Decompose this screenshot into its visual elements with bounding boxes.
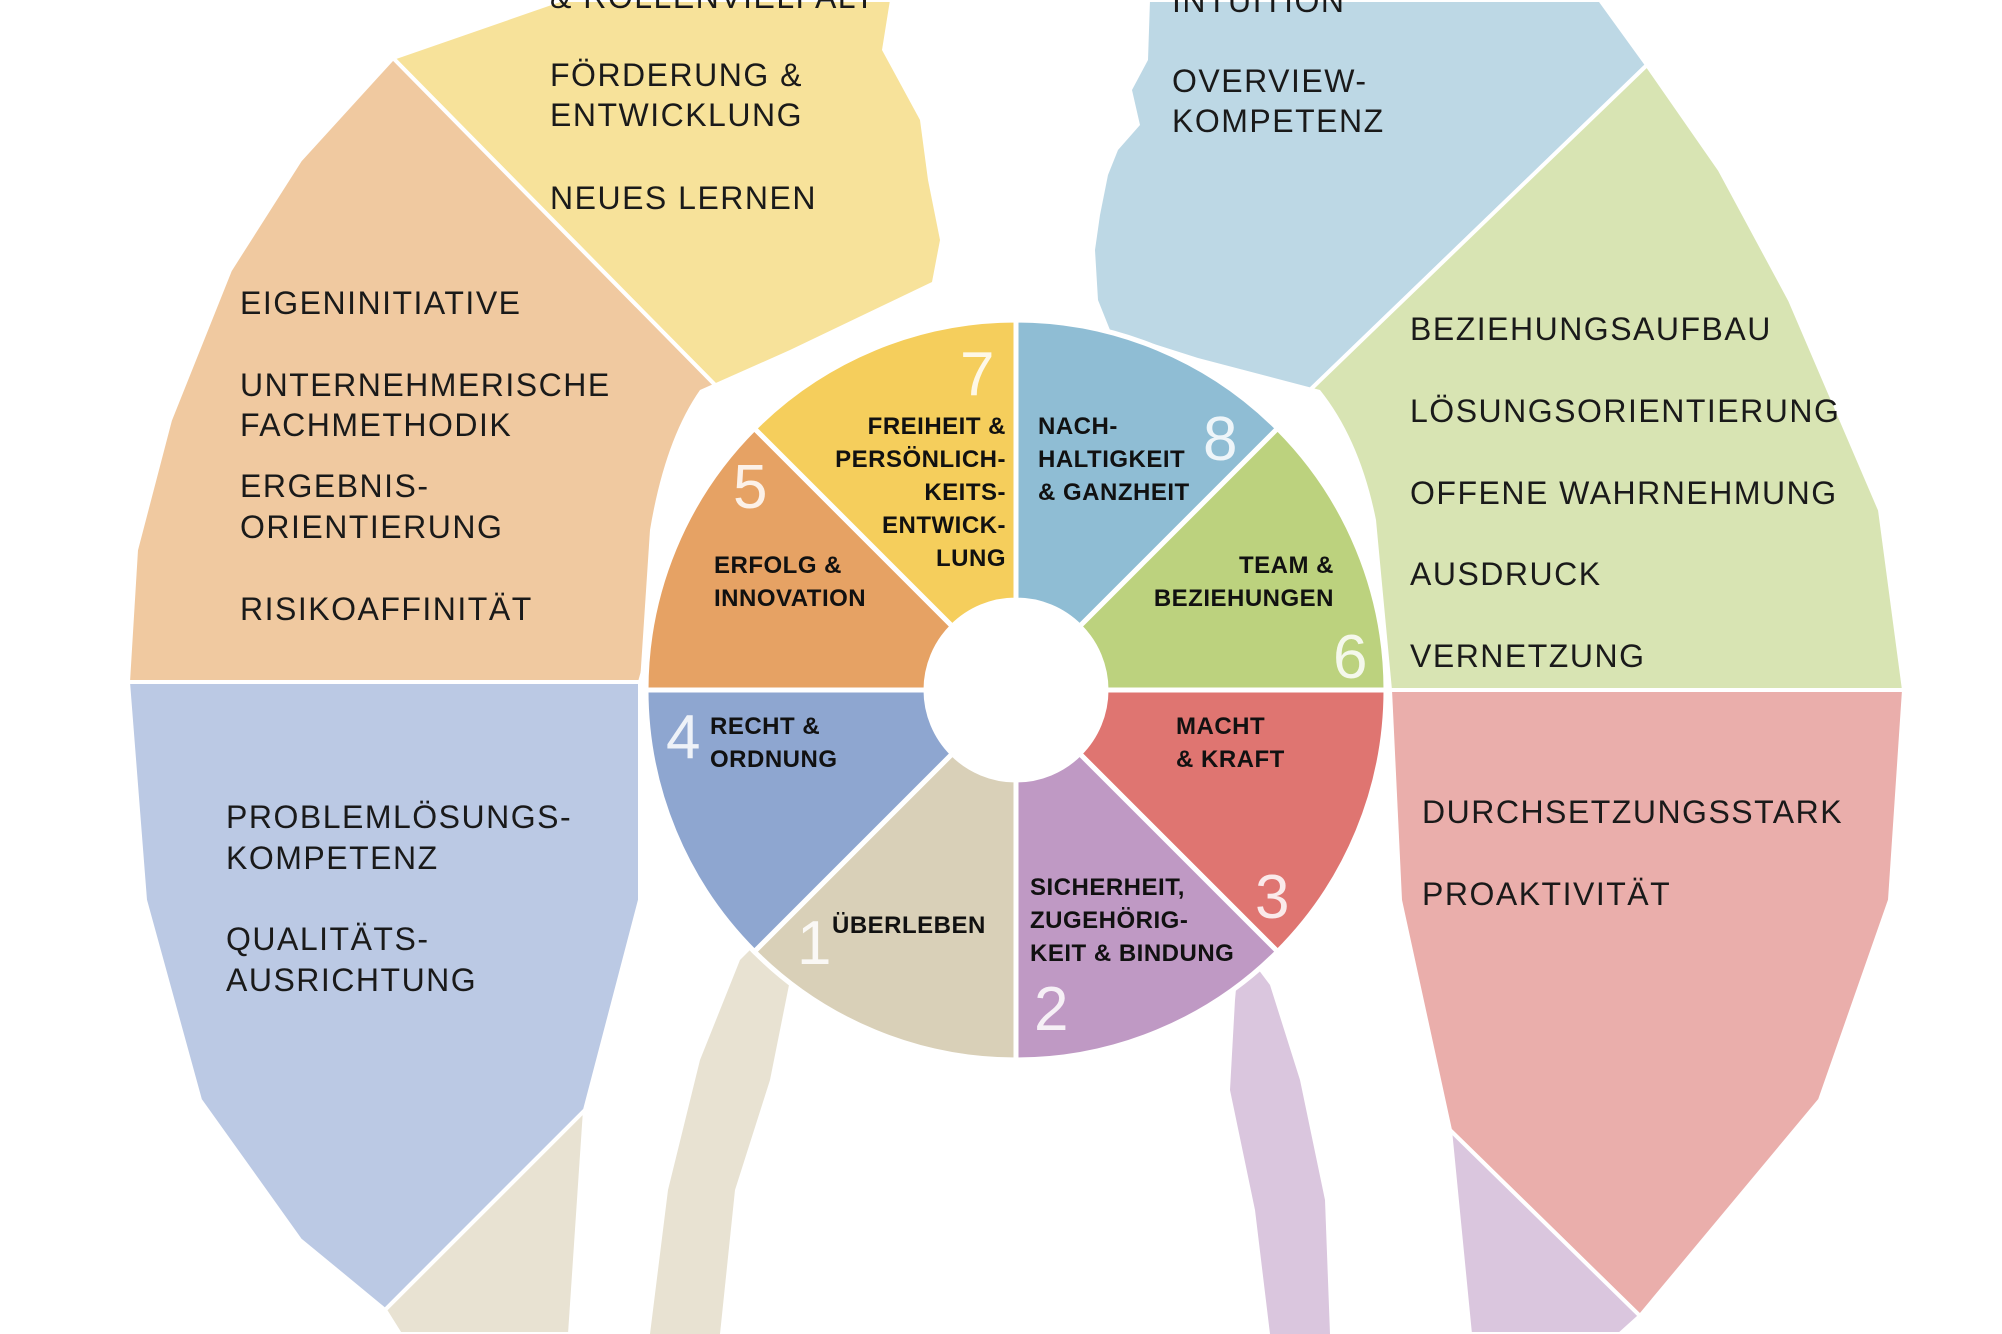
segment-number-6: 6 bbox=[1333, 623, 1367, 692]
outer-label-green-1: LÖSUNGSORIENTIERUNG bbox=[1410, 393, 1840, 429]
limb-purple bbox=[1230, 945, 1330, 1334]
inner-label-ueberleben-0: ÜBERLEBEN bbox=[832, 912, 986, 939]
silhouette-legs bbox=[735, 1000, 1240, 1334]
inner-label-freiheit-4: LUNG bbox=[936, 545, 1006, 572]
inner-label-sicherheit-0: SICHERHEIT, bbox=[1030, 874, 1185, 901]
segment-number-2: 2 bbox=[1034, 975, 1068, 1044]
outer-label-green-3: AUSDRUCK bbox=[1410, 556, 1602, 592]
outer-label-green-4: VERNETZUNG bbox=[1410, 638, 1645, 674]
outer-ring bbox=[125, 0, 1907, 1334]
outer-label-blue-1: KOMPETENZ bbox=[226, 840, 439, 876]
outer-segment-beige bbox=[382, 1104, 588, 1334]
outer-label-red-1: PROAKTIVITÄT bbox=[1422, 876, 1671, 912]
outer-segment-purple bbox=[1447, 1124, 1643, 1334]
segment-number-3: 3 bbox=[1255, 863, 1289, 932]
outer-label-teal-2: KOMPETENZ bbox=[1172, 103, 1385, 139]
inner-label-team-0: TEAM & bbox=[1239, 552, 1334, 579]
outer-label-blue-2: QUALITÄTS- bbox=[226, 921, 429, 957]
inner-label-nachhaltigkeit-0: NACH- bbox=[1038, 413, 1118, 440]
outer-label-blue-3: AUSRICHTUNG bbox=[226, 962, 477, 998]
inner-label-recht-0: RECHT & bbox=[710, 713, 820, 740]
outer-label-orange-0: EIGENINITIATIVE bbox=[240, 285, 522, 321]
segment-number-1: 1 bbox=[797, 909, 831, 978]
outer-label-teal-1: OVERVIEW- bbox=[1172, 63, 1367, 99]
outer-label-teal-0: INTUITION bbox=[1172, 0, 1345, 19]
outer-label-orange-5: RISIKOAFFINITÄT bbox=[240, 591, 533, 627]
segment-number-8: 8 bbox=[1203, 405, 1237, 474]
inner-label-sicherheit-2: KEIT & BINDUNG bbox=[1030, 940, 1234, 967]
outer-label-orange-3: ERGEBNIS- bbox=[240, 468, 430, 504]
segment-numbers: 7 8 5 6 4 3 1 2 bbox=[666, 340, 1367, 1044]
inner-label-freiheit-1: PERSÖNLICH- bbox=[835, 446, 1006, 473]
outer-label-orange-1: UNTERNEHMERISCHE bbox=[240, 367, 611, 403]
inner-label-team-1: BEZIEHUNGEN bbox=[1154, 585, 1334, 612]
outer-label-red-0: DURCHSETZUNGSSTARK bbox=[1422, 794, 1843, 830]
inner-label-erfolg-1: INNOVATION bbox=[714, 585, 866, 612]
inner-label-nachhaltigkeit-1: HALTIGKEIT bbox=[1038, 446, 1185, 473]
outer-label-blue-0: PROBLEMLÖSUNGS- bbox=[226, 799, 572, 835]
outer-label-green-0: BEZIEHUNGSAUFBAU bbox=[1410, 311, 1772, 347]
outer-label-orange-2: FACHMETHODIK bbox=[240, 407, 512, 443]
outer-label-yellow-0: & ROLLENVIELFALT bbox=[550, 0, 876, 15]
segment-number-7: 7 bbox=[960, 340, 994, 409]
limb-beige bbox=[650, 950, 790, 1334]
outer-segment-red bbox=[1387, 688, 1907, 1319]
outer-label-yellow-3: NEUES LERNEN bbox=[550, 180, 817, 216]
inner-label-macht-1: & KRAFT bbox=[1176, 746, 1285, 773]
inner-label-macht-0: MACHT bbox=[1176, 713, 1265, 740]
inner-label-freiheit-3: ENTWICK- bbox=[882, 512, 1006, 539]
center-circle bbox=[926, 600, 1106, 780]
outer-label-orange-4: ORIENTIERUNG bbox=[240, 509, 503, 545]
outer-label-green-2: OFFENE WAHRNEHMUNG bbox=[1410, 475, 1838, 511]
inner-labels: FREIHEIT & PERSÖNLICH- KEITS- ENTWICK- L… bbox=[710, 413, 1334, 967]
inner-label-erfolg-0: ERFOLG & bbox=[714, 552, 842, 579]
segment-number-4: 4 bbox=[666, 703, 700, 772]
segment-number-5: 5 bbox=[733, 453, 767, 522]
inner-label-recht-1: ORDNUNG bbox=[710, 746, 838, 773]
inner-pie bbox=[643, 317, 1389, 1063]
inner-label-freiheit-2: KEITS- bbox=[924, 479, 1006, 506]
inner-label-nachhaltigkeit-2: & GANZHEIT bbox=[1038, 479, 1190, 506]
silhouette-limbs bbox=[650, 945, 1330, 1334]
inner-label-freiheit-0: FREIHEIT & bbox=[868, 413, 1006, 440]
outer-labels: & ROLLENVIELFALT FÖRDERUNG & ENTWICKLUNG… bbox=[226, 0, 1843, 998]
outer-label-yellow-1: FÖRDERUNG & bbox=[550, 57, 803, 93]
inner-label-sicherheit-1: ZUGEHÖRIG- bbox=[1030, 907, 1188, 934]
outer-label-yellow-2: ENTWICKLUNG bbox=[550, 97, 803, 133]
silhouette-neck bbox=[700, 0, 1320, 420]
